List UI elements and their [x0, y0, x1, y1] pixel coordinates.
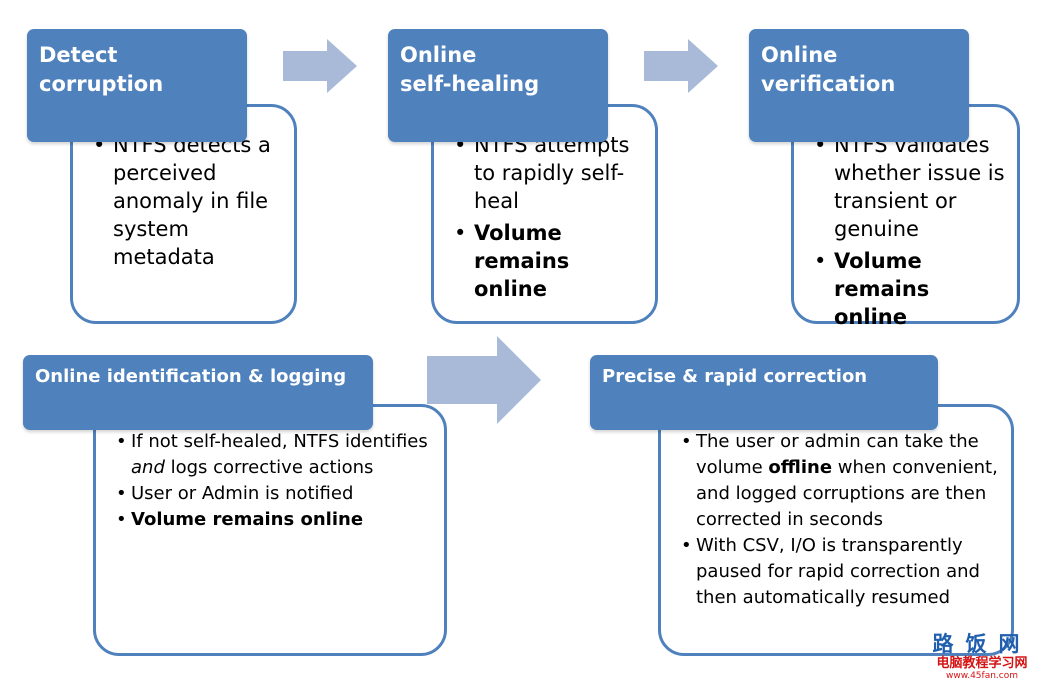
step-3-title-line: Online — [761, 43, 838, 67]
bullet-text: Volume remains online — [131, 509, 364, 530]
watermark-url-text: www.45fan.com — [945, 671, 1019, 681]
step-4-title-line: Online identification & logging — [35, 366, 347, 387]
bullet-text: Volume remains online — [474, 221, 570, 301]
step-4-bullets: •If not self-healed, NTFS identifies and… — [116, 429, 430, 533]
watermark-logo: 路饭网 电脑教程学习网 www.45fan.com — [922, 631, 1042, 682]
bullet-text: and — [131, 457, 165, 478]
step-1-title-line: Detect — [39, 43, 118, 67]
bullet-text: NTFS detects a perceived anomaly in file… — [113, 133, 271, 269]
bullet-text: NTFS attempts to rapidly self-heal — [474, 133, 630, 213]
step-4-header: Online identification & logging — [23, 355, 373, 430]
bullet-text: logs corrective actions — [164, 457, 374, 478]
bullet-item: •With CSV, I/O is transparently paused f… — [681, 533, 1003, 611]
step-1-header: Detect corruption — [27, 29, 247, 142]
bullet-item: •If not self-healed, NTFS identifies and… — [116, 429, 430, 481]
bullet-item: • Volume remains online — [814, 247, 1007, 331]
step-3-header: Online verification — [749, 29, 969, 142]
bullet-item: •NTFS validates whether issue is transie… — [814, 131, 1007, 243]
step-3-title-line: verification — [761, 72, 896, 96]
step-2-title-line: self-healing — [400, 72, 540, 96]
step-1-title-line: corruption — [39, 72, 164, 96]
bullet-icon: • — [116, 509, 127, 530]
bullet-item: •NTFS detects a perceived anomaly in fil… — [93, 131, 280, 271]
step-2-header: Online self-healing — [388, 29, 608, 142]
bullet-text: The user or admin can take the volume — [696, 431, 979, 478]
step-5-title-line: Precise & rapid correction — [602, 366, 868, 387]
bullet-icon: • — [814, 249, 827, 273]
bullet-item: •User or Admin is notified — [116, 481, 430, 507]
bullet-item: •NTFS attempts to rapidly self-heal — [454, 131, 641, 215]
step-4-content: •If not self-healed, NTFS identifies and… — [93, 404, 447, 656]
arrow-right-1-shape — [283, 39, 357, 93]
arrow-right-2-shape — [644, 39, 718, 93]
arrow-right-3-shape — [427, 336, 541, 424]
bullet-text: If not self-healed, NTFS identifies — [131, 431, 428, 452]
step-2-bullets: •NTFS attempts to rapidly self-heal • Volu… — [454, 131, 641, 303]
bullet-icon: • — [681, 431, 692, 452]
step-1-bullets: •NTFS detects a perceived anomaly in fil… — [93, 131, 280, 271]
arrow-right-1 — [283, 39, 357, 93]
bullet-text: With CSV, I/O is transparently paused fo… — [696, 535, 980, 608]
step-5-bullets: •The user or admin can take the volume o… — [681, 429, 1003, 611]
arrow-right-2 — [644, 39, 718, 93]
bullet-icon: • — [116, 483, 127, 504]
bullet-icon: • — [454, 221, 467, 245]
step-5-header: Precise & rapid correction — [590, 355, 938, 430]
bullet-icon: • — [116, 431, 127, 452]
step-3-bullets: • NTFS validates whether issue is transie… — [814, 131, 1007, 331]
bullet-text: NTFS validates whether issue is transien… — [834, 133, 1005, 241]
bullet-text: offline — [768, 457, 833, 478]
bullet-item: •Volume remains online — [116, 507, 430, 533]
arrow-right-3 — [427, 336, 541, 424]
bullet-text: Volume remains online — [834, 249, 930, 329]
step-5-content: •The user or admin can take the volume o… — [658, 404, 1014, 656]
bullet-text: when convenient, and logged corruptions … — [696, 457, 998, 530]
bullet-item: • Volume remains online — [454, 219, 641, 303]
watermark-bottom-text: 电脑教程学习网 — [936, 656, 1028, 671]
bullet-item: •The user or admin can take the volume o… — [681, 429, 1003, 533]
watermark-top-text: 路饭网 — [932, 631, 1032, 656]
bullet-icon: • — [681, 535, 692, 556]
step-2-title-line: Online — [400, 43, 477, 67]
bullet-text: User or Admin is notified — [131, 483, 354, 504]
